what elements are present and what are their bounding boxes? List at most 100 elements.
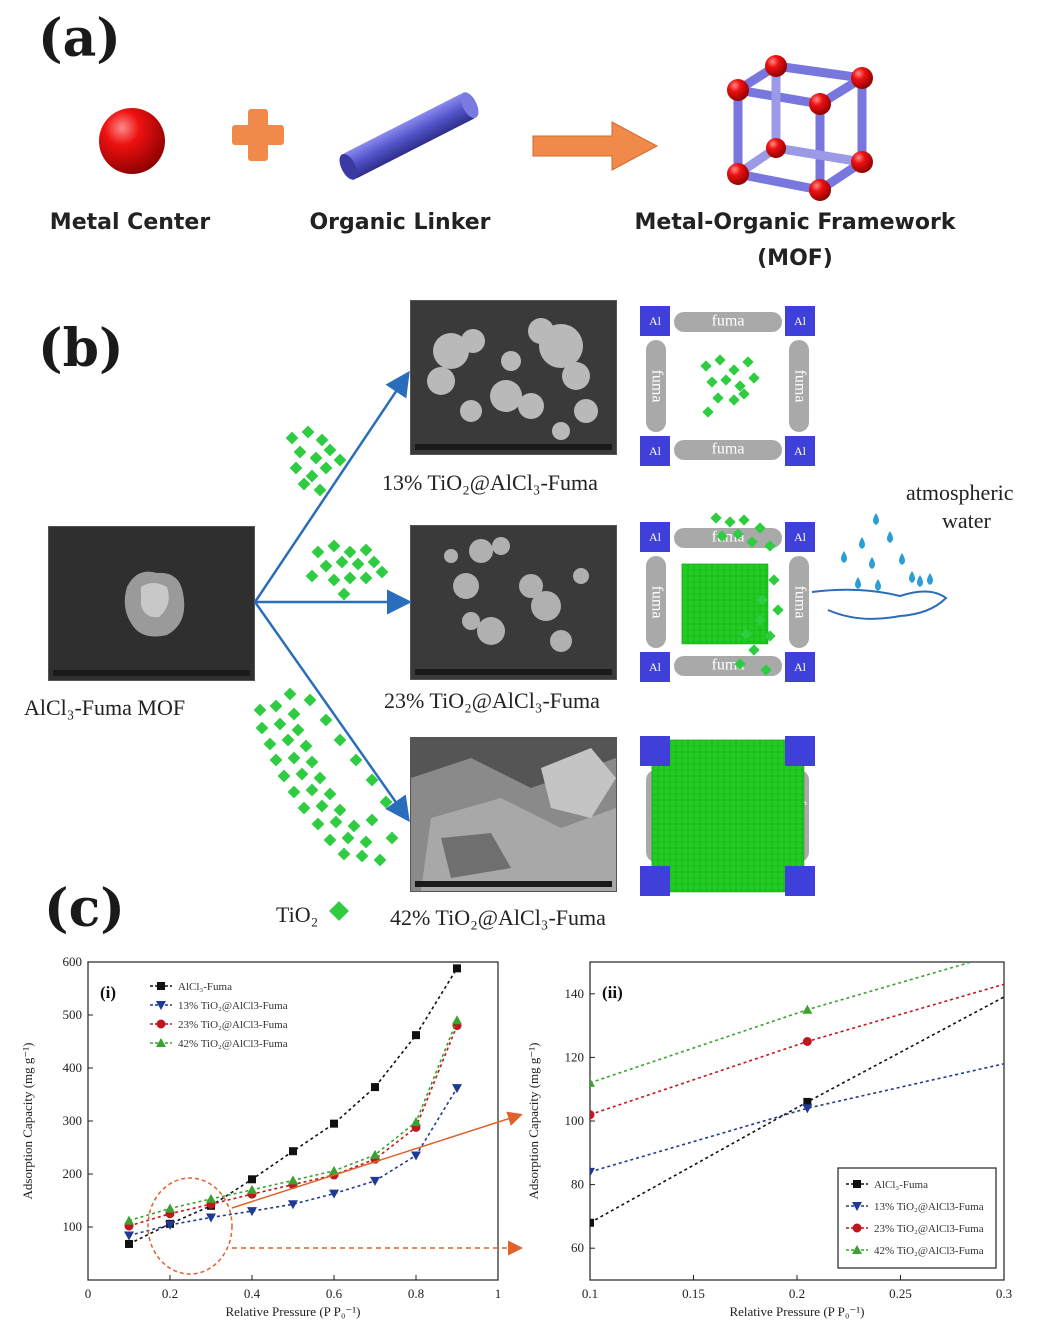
fuma-label: fuma [712,657,745,674]
tio2-particle [303,693,317,707]
tio2-particle [702,406,714,418]
y-tick-label: 300 [63,1113,83,1128]
tio2-particle [359,543,373,557]
water-drop-icon [917,575,923,587]
panel-a-label: (a) [38,8,121,69]
data-point [288,1175,298,1185]
al-node [640,736,670,766]
sem-image-13 [410,300,617,455]
right-arrow-icon [532,121,659,171]
tio2-particle [373,853,387,867]
legend-entry: 13% TiO₂@AlCl3-Fuma [178,1000,288,1012]
tio2-particle [728,364,740,376]
data-point [206,1213,216,1223]
series-line [128,1025,458,1227]
al-node [640,436,670,466]
sem-image-23 [410,525,617,680]
tio2-particle [305,569,319,583]
data-point [453,964,461,973]
fuma-label: fuma [648,370,665,403]
tio2-particle [760,664,772,676]
y-tick-label: 100 [565,1113,585,1128]
fuma-label: fuma [712,313,745,330]
x-axis-label: Relative Pressure (P P₀⁻¹) [225,1304,360,1319]
tio2-particle [728,394,740,406]
data-point [452,1084,462,1094]
panel-sub-label: (i) [100,983,116,1002]
y-tick-label: 500 [63,1007,83,1022]
y-axis-label: Adsorption Capacity (mg g⁻¹) [526,1043,541,1200]
arrow-to-42 [253,601,410,823]
data-point [590,1110,595,1120]
sample-13-label: 13% TiO₂@AlCl₃-Fuma [382,470,598,495]
y-tick-label: 600 [63,954,83,969]
metal-center-sphere [99,108,165,174]
al-node [785,522,815,552]
al-node [785,306,815,336]
tio2-particle [347,819,361,833]
legend-entry: 23% TiO₂@AlCl3-Fuma [874,1223,984,1235]
data-point [124,1215,134,1225]
tio2-particle [351,557,365,571]
water-drop-icon [869,557,875,569]
y-axis-label: Adsorption Capacity (mg g⁻¹) [20,1043,35,1200]
data-point [803,1097,812,1106]
tio2-particle [359,835,373,849]
water-drop-icons [841,513,933,591]
sem-image-42 [410,737,617,892]
panel-c-label: (c) [44,878,125,939]
tio2-particle [724,516,736,528]
tio2-particle [742,356,754,368]
tio2-particle [315,433,329,447]
tio2-particle [738,514,750,526]
tio2-particle [289,461,303,475]
water-drop-icon [855,577,861,589]
tio2-particle [283,687,297,701]
tio2-particle [309,451,323,465]
tio2-particle [253,703,267,717]
sample-42-label: 42% TiO₂@AlCl₃-Fuma [390,905,606,930]
tio2-particle [263,737,277,751]
data-point [124,1231,134,1241]
data-point [329,1189,339,1199]
legend-entry: AlCl₃-Fuma [874,1179,928,1191]
data-point [206,1193,216,1203]
mof-label-line1: Metal-Organic Framework [634,210,956,235]
data-point [370,1149,380,1159]
tio2-particle [756,594,768,606]
tio2-particle [305,469,319,483]
x-tick-label: 0.8 [408,1286,424,1301]
tio2-particle [327,573,341,587]
al-node [640,306,670,336]
tio2-particle [311,817,325,831]
tio2-particle [333,733,347,747]
x-tick-label: 0.2 [162,1286,178,1301]
y-tick-label: 80 [571,1177,584,1192]
legend-entry: 13% TiO₂@AlCl3-Fuma [874,1201,984,1213]
series-line [590,983,1004,1116]
data-point [802,1004,813,1014]
tio2-particle [319,461,333,475]
tio2-particle [748,372,760,384]
al-label: Al [649,444,662,458]
water-drop-icon [927,573,933,585]
data-point [329,1165,339,1175]
tio2-particle [385,831,399,845]
data-point [802,1104,813,1114]
al-label: Al [794,530,807,544]
panel-b-label: (b) [38,318,124,379]
tio2-particle [365,813,379,827]
tio2-particle [712,392,724,404]
fuma-label: fuma [712,441,745,458]
fuma-label: fuma [791,586,808,619]
al-node [640,866,670,896]
tio2-particle [297,801,311,815]
data-point [371,1083,379,1092]
zoom-annotation [147,1111,523,1275]
mof-cube-nodes [727,55,873,201]
x-tick-label: 0.3 [996,1286,1012,1301]
